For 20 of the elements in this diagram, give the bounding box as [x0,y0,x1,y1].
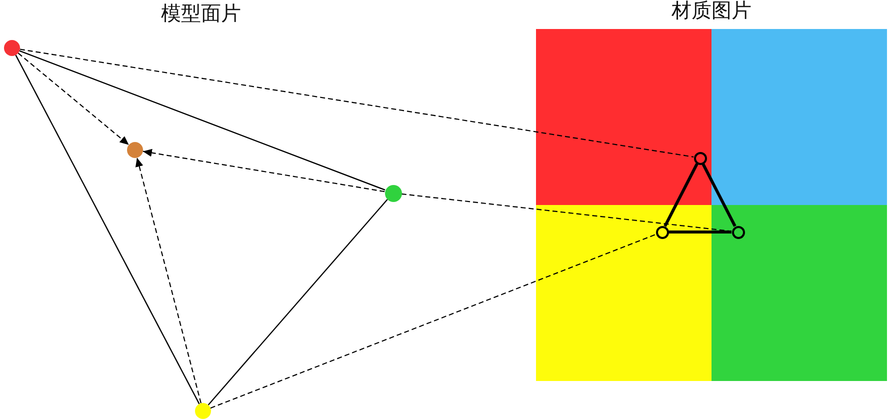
dot [384,184,402,202]
connector-line [664,163,698,227]
ring [656,226,668,238]
section-heading: 模型面片 [161,3,241,25]
section-heading: 材质图片 [672,0,752,22]
arrow [135,158,202,404]
connector-line [208,199,388,406]
connector-line [702,163,736,227]
arrow [142,148,385,192]
connector-line [20,48,694,158]
connector-line [668,230,732,234]
connector-line [15,54,200,404]
arrow [18,52,130,146]
ring [694,152,706,164]
connector-line [19,50,386,191]
ring [732,226,744,238]
dot [127,142,143,158]
connector-line [210,234,656,409]
dot [195,403,211,419]
dot [4,40,20,56]
